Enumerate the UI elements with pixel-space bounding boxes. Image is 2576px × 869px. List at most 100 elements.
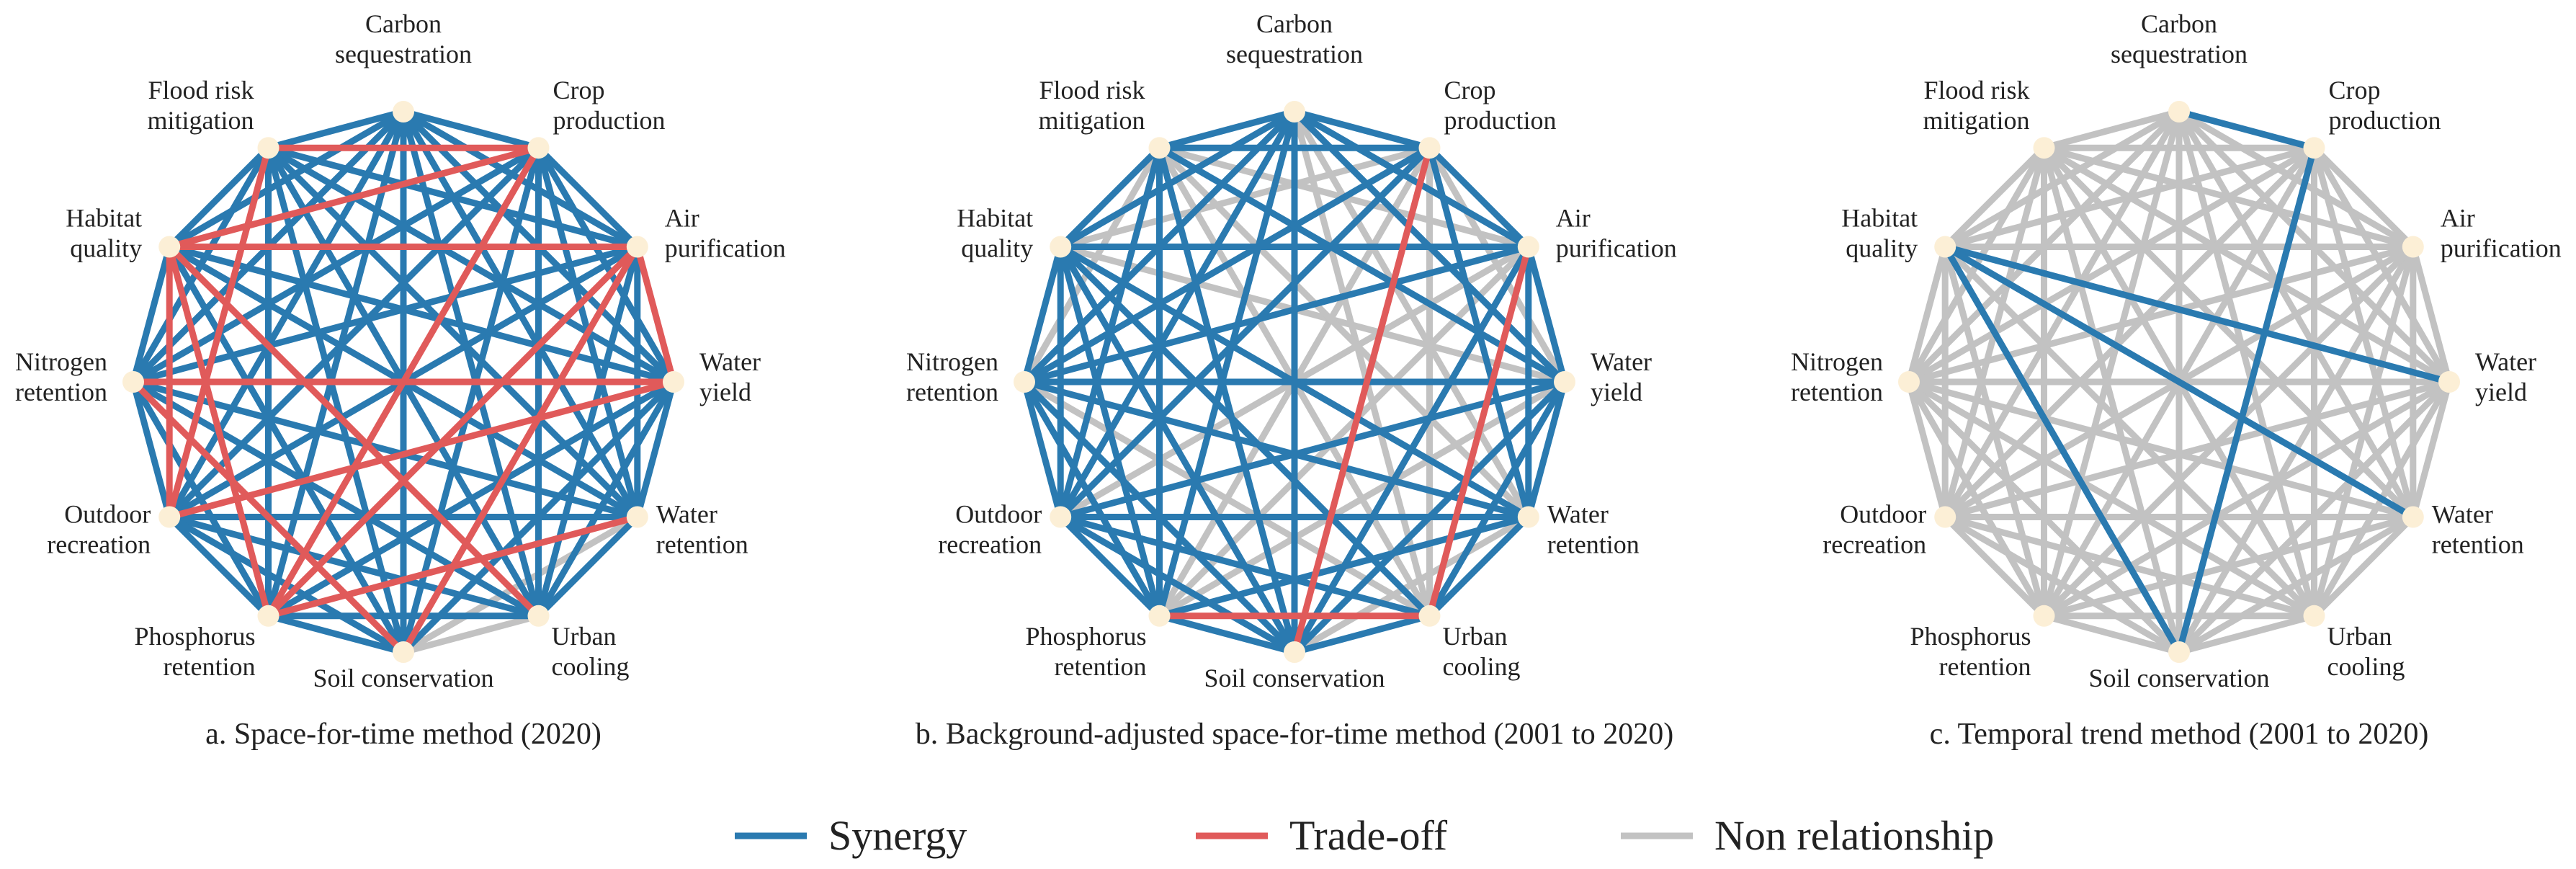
edge-wret-flood bbox=[265, 144, 641, 520]
node-phos bbox=[257, 605, 279, 627]
node-crop bbox=[2303, 137, 2325, 159]
node-wret bbox=[2402, 506, 2424, 528]
edge-wret-phos bbox=[1156, 514, 1532, 620]
edge-soil-nitro bbox=[130, 378, 407, 656]
node-wyield bbox=[663, 371, 684, 393]
edge-crop-air bbox=[535, 144, 641, 250]
node-soil bbox=[1284, 641, 1305, 663]
edge-air-flood bbox=[265, 144, 641, 250]
edge-wret-nitro bbox=[130, 378, 641, 520]
edge-crop-habitat bbox=[166, 144, 542, 250]
edge-phos-nitro bbox=[130, 378, 272, 620]
edge-soil-habitat bbox=[166, 244, 407, 656]
node-habitat bbox=[1050, 236, 1072, 258]
node-flood bbox=[2033, 137, 2055, 159]
node-outdoor bbox=[158, 506, 181, 528]
edge-carbon-flood bbox=[2041, 108, 2183, 151]
node-habitat bbox=[1934, 236, 1956, 258]
edge-air-phos bbox=[1156, 244, 1532, 620]
edge-carbon-habitat bbox=[1057, 108, 1298, 250]
node-urban bbox=[2303, 605, 2325, 627]
edge-outdoor-flood bbox=[166, 144, 272, 520]
edge-wret-phos bbox=[265, 514, 641, 620]
node-flood bbox=[1148, 137, 1171, 159]
node-carbon bbox=[2168, 101, 2190, 122]
edge-soil-flood bbox=[265, 144, 407, 656]
edge-phos-outdoor bbox=[166, 514, 272, 620]
edge-habitat-flood bbox=[1057, 144, 1163, 250]
edge-outdoor-nitro bbox=[130, 378, 173, 520]
legend-label: Trade-off bbox=[1289, 812, 1448, 859]
edge-urban-habitat bbox=[166, 244, 542, 620]
edge-phos-nitro bbox=[1021, 378, 1163, 620]
edge-carbon-phos bbox=[2041, 108, 2183, 620]
edge-nitro-flood bbox=[130, 144, 272, 386]
node-habitat bbox=[158, 236, 181, 258]
edge-soil-phos bbox=[265, 612, 407, 656]
edge-wret-flood bbox=[1156, 144, 1532, 520]
edge-air-nitro bbox=[130, 244, 641, 386]
edges bbox=[130, 108, 677, 656]
edge-phos-outdoor bbox=[1941, 514, 2047, 620]
edge-air-soil bbox=[400, 244, 641, 656]
node-wret bbox=[1517, 506, 1539, 528]
edge-phos-habitat bbox=[1057, 244, 1163, 620]
edge-carbon-phos bbox=[265, 108, 407, 620]
edge-wret-urban bbox=[535, 514, 641, 620]
edge-wyield-outdoor bbox=[1057, 378, 1568, 520]
edge-air-phos bbox=[2041, 244, 2417, 620]
node-wyield bbox=[1554, 371, 1575, 393]
edge-air-urban bbox=[1426, 244, 1532, 620]
edge-carbon-crop bbox=[2175, 108, 2317, 151]
edge-carbon-flood bbox=[1156, 108, 1298, 151]
edge-crop-outdoor bbox=[1057, 144, 1433, 520]
node-air bbox=[626, 236, 648, 258]
edge-wyield-outdoor bbox=[1941, 378, 2453, 520]
edge-phos-habitat bbox=[166, 244, 272, 620]
edge-soil-flood bbox=[1156, 144, 1298, 656]
edge-nitro-habitat bbox=[130, 244, 173, 386]
edge-soil-outdoor bbox=[1941, 514, 2183, 656]
edge-crop-air bbox=[1426, 144, 1532, 250]
node-label-soil: Soil conservation bbox=[1204, 664, 1385, 692]
edge-urban-soil bbox=[2175, 612, 2317, 656]
edge-soil-phos bbox=[1156, 612, 1298, 656]
edge-urban-soil bbox=[1291, 612, 1433, 656]
edge-wret-nitro bbox=[1905, 378, 2417, 520]
node-phos bbox=[1148, 605, 1171, 627]
edge-soil-outdoor bbox=[1057, 514, 1298, 656]
edge-crop-nitro bbox=[1021, 144, 1433, 386]
node-phos bbox=[2033, 605, 2055, 627]
edge-carbon-phos bbox=[1156, 108, 1298, 620]
edge-soil-habitat bbox=[1941, 244, 2183, 656]
node-soil bbox=[2168, 641, 2190, 663]
edge-urban-habitat bbox=[1941, 244, 2317, 620]
node-crop bbox=[527, 137, 550, 159]
node-outdoor bbox=[1050, 506, 1072, 528]
edge-wret-nitro bbox=[1021, 378, 1532, 520]
